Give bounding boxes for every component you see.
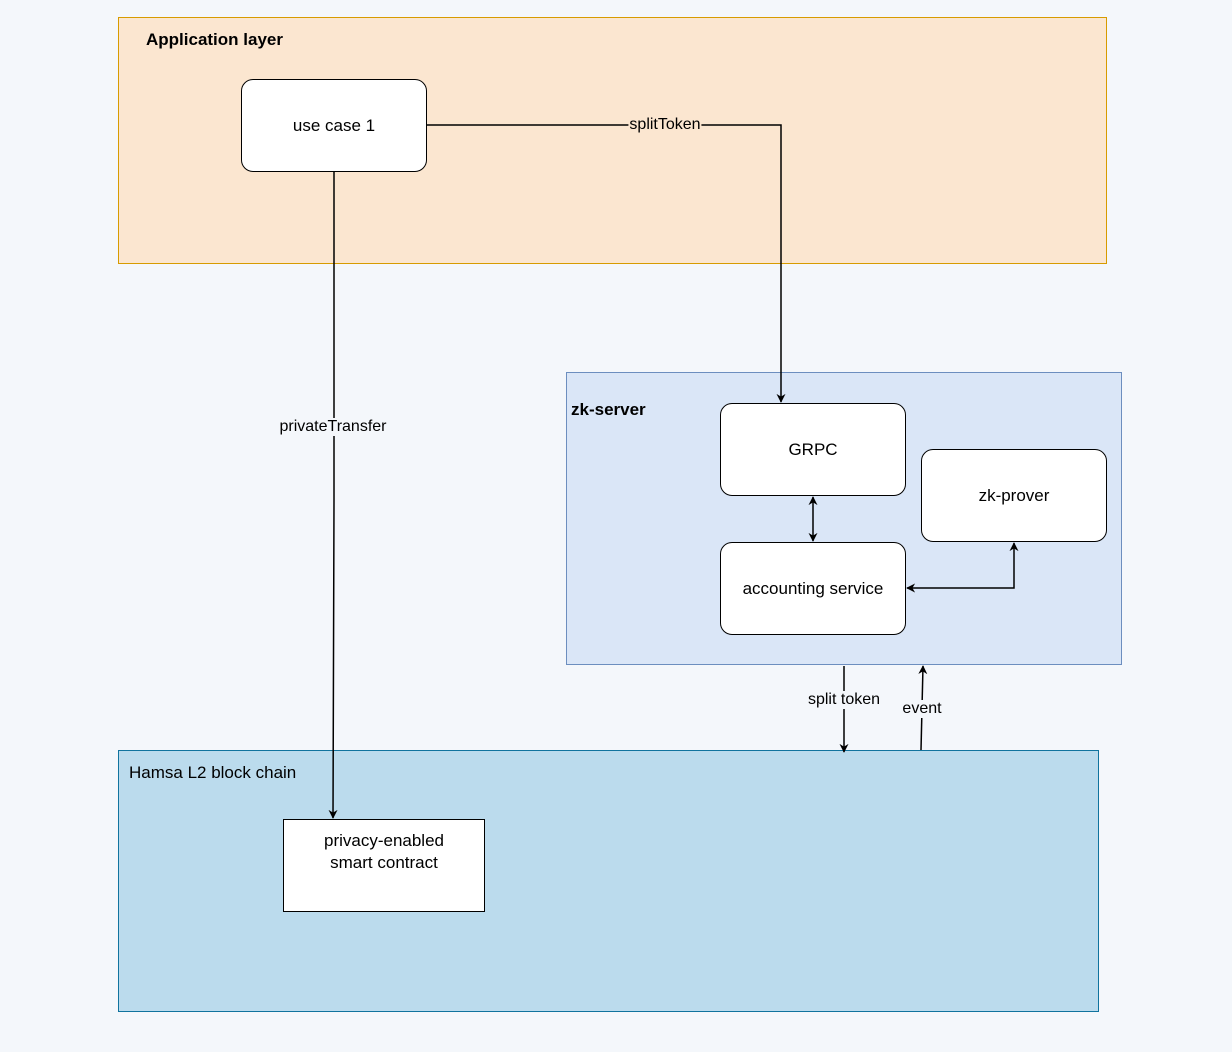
zk-server-title: zk-server (571, 400, 646, 419)
hamsa-chain-title: Hamsa L2 block chain (129, 763, 297, 782)
split-token-call-label: splitToken (628, 116, 702, 134)
zk-prover-node[interactable]: zk-prover (921, 449, 1107, 542)
smart-contract-node[interactable]: privacy-enabled smart contract (283, 819, 485, 912)
application-layer-title: Application layer (146, 30, 283, 49)
hamsa-chain-region (118, 750, 1099, 1012)
split-token-tx-label: split token (806, 691, 882, 709)
accounting-service-node[interactable]: accounting service (720, 542, 906, 635)
smart-contract-label: privacy-enabled smart contract (323, 831, 444, 872)
zk-prover-label: zk-prover (978, 485, 1050, 505)
use-case-1-label: use case 1 (292, 115, 376, 135)
split-token-call-edge (427, 124, 786, 403)
event-label: event (901, 700, 943, 718)
accounting-service-label: accounting service (742, 578, 884, 598)
private-transfer-label: privateTransfer (278, 418, 388, 436)
grpc-node[interactable]: GRPC (720, 403, 906, 496)
grpc-label: GRPC (788, 439, 838, 459)
accounting-prover-edge (906, 542, 1019, 593)
private-transfer-edge (328, 172, 338, 819)
use-case-1-node[interactable]: use case 1 (241, 79, 427, 172)
